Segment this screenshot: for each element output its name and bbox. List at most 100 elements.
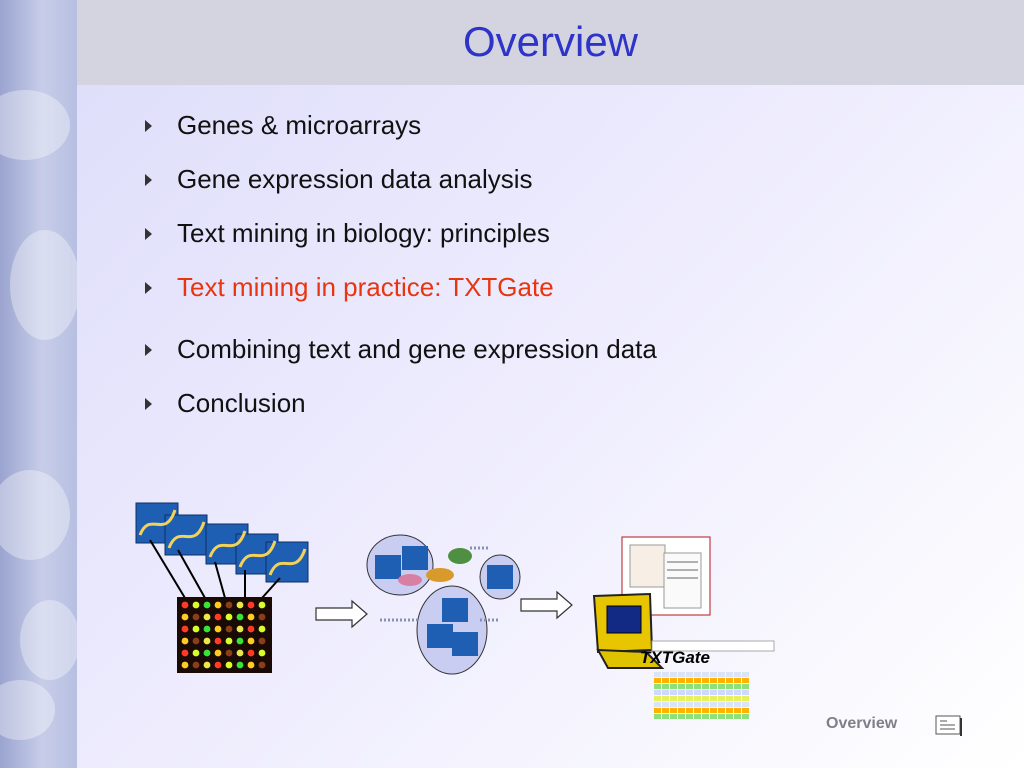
microarray-spot [247,613,255,621]
heatmap-cell [726,696,733,701]
microarray-spot [203,649,211,657]
heatmap-cell [734,678,741,683]
microarray-spot [214,601,222,609]
microarray-spot [203,625,211,633]
microarray-spot [203,601,211,609]
heatmap-cell [734,702,741,707]
heatmap-cell [654,702,661,707]
heatmap-cell [670,696,677,701]
microarray-spot [225,613,233,621]
heatmap-cell [702,672,709,677]
microarray-spot [225,649,233,657]
bullet-arrow-icon [145,228,152,240]
heatmap-cell [662,714,669,719]
connector-lines [149,539,281,599]
gene-cluster-diagram [366,534,521,675]
heatmap-cell [718,714,725,719]
heatmap-cell [742,714,749,719]
heatmap-cell [670,678,677,683]
microarray-grid [177,597,272,673]
title-band [77,0,1024,85]
heatmap-cell [670,672,677,677]
bullet-arrow-icon [145,282,152,294]
heatmap-cell [710,690,717,695]
heatmap-cell [686,672,693,677]
heatmap-cell [678,696,685,701]
bullet-arrow-icon [145,120,152,132]
heatmap-cell [702,696,709,701]
heatmap-cell [742,678,749,683]
bullet-label: Combining text and gene expression data [177,334,657,364]
microarray-spot [258,613,266,621]
heatmap-cell [654,672,661,677]
heatmap-cell [678,708,685,713]
microarray-spot [203,637,211,645]
bullet-arrow-icon [145,344,152,356]
heatmap-cell [742,672,749,677]
heatmap-cell [678,678,685,683]
heatmap-cell [734,714,741,719]
microarray-spot [192,661,200,669]
heatmap-cell [678,690,685,695]
microarray-spot [236,649,244,657]
heatmap-cell [710,702,717,707]
microarray-spot [181,625,189,633]
microarray-spot [258,649,266,657]
heatmap-cell [654,708,661,713]
heatmap-cell [734,696,741,701]
bullet-label: Text mining in practice: TXTGate [177,272,554,302]
heatmap-cell [718,702,725,707]
bullet-list: Genes & microarrays Gene expression data… [145,106,657,438]
bullet-item: Combining text and gene expression data [145,330,657,384]
heatmap-cell [702,690,709,695]
microarray-spot [214,613,222,621]
microarray-spot [225,637,233,645]
heatmap-cell [654,690,661,695]
heatmap-cell [742,684,749,689]
heatmap-cell [686,684,693,689]
heatmap-cell [670,714,677,719]
heatmap-cell [654,684,661,689]
heatmap-cell [702,702,709,707]
heatmap-cell [686,708,693,713]
heatmap-cell [702,684,709,689]
microarray-spot [247,601,255,609]
heatmap-cell [686,702,693,707]
microarray-spot [258,625,266,633]
slide-navigation-icon[interactable] [935,715,963,737]
heatmap-cell [670,702,677,707]
heatmap-cell [742,690,749,695]
page-title: Overview [462,18,639,65]
microarray-spot [247,625,255,633]
bullet-item-active: Text mining in practice: TXTGate [145,268,657,322]
heatmap-cell [678,714,685,719]
heatmap-cell [694,708,701,713]
microarray-spot [192,637,200,645]
heatmap-cell [718,696,725,701]
heatmap-cell [710,672,717,677]
heatmap-cell [678,684,685,689]
microarray-spot [258,661,266,669]
heatmap-cell [694,702,701,707]
heatmap-cell [662,702,669,707]
heatmap-cell [718,708,725,713]
microarray-spot [225,661,233,669]
microarray-spot [258,601,266,609]
heatmap-cell [734,672,741,677]
bullet-item: Conclusion [145,384,657,438]
heatmap-cell [662,678,669,683]
heatmap-cell [742,696,749,701]
heatmap-cell [742,702,749,707]
footer-section-label: Overview [826,715,898,732]
microarray-spot [225,601,233,609]
heatmap-cell [662,684,669,689]
microarray-spot [181,613,189,621]
microarray-spot [181,649,189,657]
microarray-spot [247,649,255,657]
microarray-spot [236,613,244,621]
heatmap-cell [710,684,717,689]
heatmap-cell [702,714,709,719]
bullet-label: Gene expression data analysis [177,164,533,194]
microarray-spot [236,601,244,609]
sidebar-decoration [0,0,77,768]
